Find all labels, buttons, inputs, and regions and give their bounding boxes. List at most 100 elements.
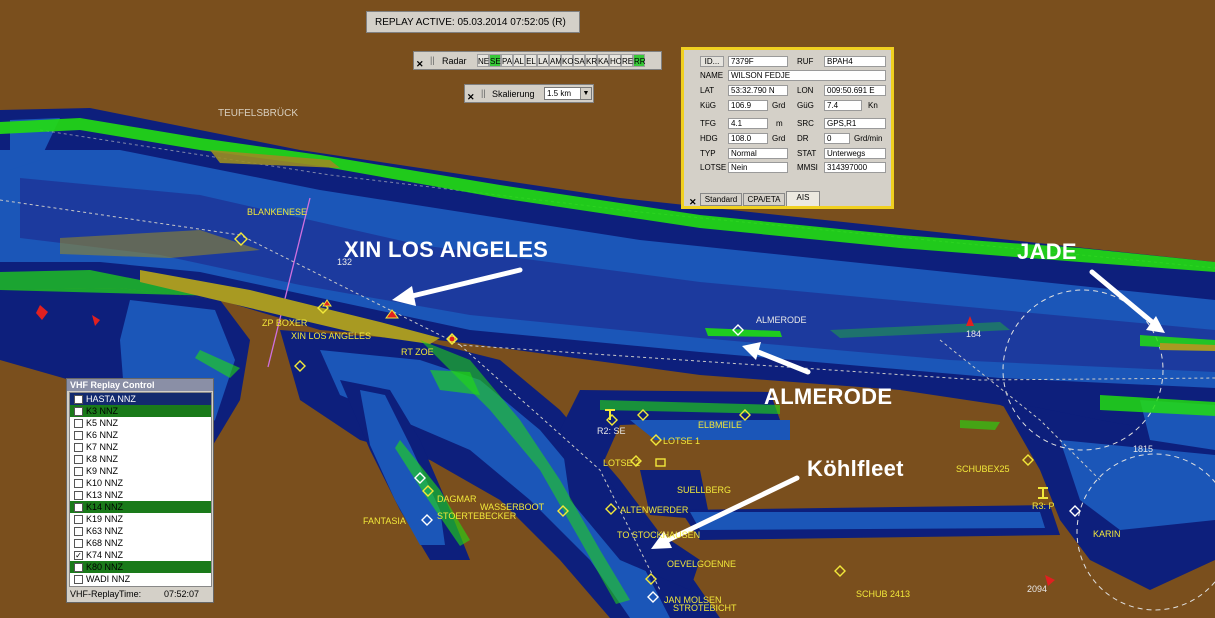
track-number-1815: 1815 [1133, 444, 1154, 454]
gug-label: GüG [797, 101, 814, 110]
channel-checkbox[interactable] [74, 575, 83, 584]
vhf-channel-row[interactable]: K14 NNZ [70, 501, 211, 513]
channel-checkbox[interactable] [74, 527, 83, 536]
radar-button-sa[interactable]: SA [573, 54, 585, 67]
channel-label: K10 NNZ [86, 478, 124, 488]
target-label-dagmar: DAGMAR [437, 494, 477, 504]
target-label-elbmeile: ELBMEILE [698, 420, 743, 430]
channel-checkbox[interactable] [74, 395, 83, 404]
channel-checkbox[interactable] [74, 539, 83, 548]
channel-checkbox[interactable] [74, 479, 83, 488]
close-icon[interactable]: ✕ [416, 59, 424, 69]
vhf-channel-row[interactable]: K80 NNZ [70, 561, 211, 573]
radar-button-pa[interactable]: PA [501, 54, 513, 67]
grip-icon[interactable]: || [481, 88, 486, 98]
channel-checkbox[interactable] [74, 515, 83, 524]
name-value: WILSON FEDJE [728, 70, 886, 81]
dr-label: DR [797, 134, 809, 143]
vhf-channel-row[interactable]: HASTA NNZ [70, 393, 211, 405]
channel-checkbox[interactable] [74, 419, 83, 428]
id-value: 7379F [728, 56, 788, 67]
target-label-karin: KARIN [1093, 529, 1121, 539]
vhf-channel-row[interactable]: K13 NNZ [70, 489, 211, 501]
channel-checkbox[interactable] [74, 503, 83, 512]
channel-label: K5 NNZ [86, 418, 119, 428]
radar-button-al[interactable]: AL [513, 54, 525, 67]
channel-label: K19 NNZ [86, 514, 124, 524]
channel-label: K63 NNZ [86, 526, 124, 536]
vhf-channel-row[interactable]: K6 NNZ [70, 429, 211, 441]
chevron-down-icon[interactable]: ▼ [580, 88, 591, 99]
close-icon[interactable]: ✕ [689, 197, 697, 207]
target-label-fantasia: FANTASIA [363, 516, 406, 526]
target-label-wasserboot: WASSERBOOT [480, 502, 545, 512]
channel-checkbox[interactable]: ✓ [74, 551, 83, 560]
target-label-jan-molsen: JAN MOLSEN [664, 595, 722, 605]
vhf-channel-row[interactable]: K10 NNZ [70, 477, 211, 489]
kug-label: KüG [700, 101, 717, 110]
echo-north-bank [0, 118, 1215, 272]
radar-button-el[interactable]: EL [525, 54, 537, 67]
vhf-channel-row[interactable]: K68 NNZ [70, 537, 211, 549]
tab-standard[interactable]: Standard [700, 193, 742, 206]
target-label-rt-zoe: RT ZOE [401, 347, 434, 357]
channel-label: K6 NNZ [86, 430, 119, 440]
stat-value: Unterwegs [824, 148, 886, 159]
radar-button-ka[interactable]: KA [597, 54, 609, 67]
channel-checkbox[interactable] [74, 467, 83, 476]
range-circle-2 [1076, 453, 1215, 611]
vhf-channel-row[interactable]: ✓K74 NNZ [70, 549, 211, 561]
channel-checkbox[interactable] [74, 407, 83, 416]
channel-label: WADI NNZ [86, 574, 131, 584]
mmsi-value: 314397000 [824, 162, 886, 173]
hdg-unit: Grd [772, 134, 786, 143]
tfg-label: TFG [700, 119, 716, 128]
vhf-channel-row[interactable]: K8 NNZ [70, 453, 211, 465]
radar-button-kr[interactable]: KR [585, 54, 597, 67]
vhf-channel-row[interactable]: WADI NNZ [70, 573, 211, 585]
channel-checkbox[interactable] [74, 491, 83, 500]
vhf-channel-row[interactable]: K19 NNZ [70, 513, 211, 525]
radar-button-ko[interactable]: KO [561, 54, 574, 67]
tab-ais[interactable]: AIS [786, 191, 820, 206]
vhf-time-label: VHF-ReplayTime: [70, 589, 142, 599]
channel-checkbox[interactable] [74, 431, 83, 440]
id-button[interactable]: ID... [700, 56, 724, 67]
scaling-select[interactable]: 1.5 km ▼ [544, 87, 592, 100]
target-label-oevelgoenne: OEVELGOENNE [667, 559, 737, 569]
target-label-schub2413: SCHUB 2413 [856, 589, 911, 599]
radar-button-ho[interactable]: HO [609, 54, 622, 67]
radar-button-se[interactable]: SE [489, 54, 501, 67]
lat-value: 53:32.790 N [728, 85, 788, 96]
radar-button-la[interactable]: LA [537, 54, 549, 67]
vhf-channel-row[interactable]: K7 NNZ [70, 441, 211, 453]
ais-info-panel: ID... 7379F RUF BPAH4 NAME WILSON FEDJE … [681, 47, 894, 209]
vhf-channel-row[interactable]: K5 NNZ [70, 417, 211, 429]
lat-label: LAT [700, 86, 715, 95]
radar-button-am[interactable]: AM [549, 54, 562, 67]
channel-checkbox[interactable] [74, 563, 83, 572]
channel-checkbox[interactable] [74, 443, 83, 452]
place-teufelsbruck: TEUFELSBRÜCK [218, 108, 299, 119]
close-icon[interactable]: ✕ [467, 92, 475, 102]
vhf-channel-row[interactable]: K9 NNZ [70, 465, 211, 477]
vhf-title: VHF Replay Control [67, 379, 213, 391]
radar-button-rr[interactable]: RR [633, 54, 646, 67]
radar-button-re[interactable]: RE [621, 54, 633, 67]
tab-cpa-eta[interactable]: CPA/ETA [743, 193, 785, 206]
track-number-132: 132 [337, 257, 353, 267]
track-number-2094: 2094 [1027, 584, 1048, 594]
tfg-value: 4.1 [728, 118, 768, 129]
channel-label: HASTA NNZ [86, 394, 136, 404]
vhf-channel-row[interactable]: K3 NNZ [70, 405, 211, 417]
vhf-channel-row[interactable]: K63 NNZ [70, 525, 211, 537]
scaling-label: Skalierung [492, 89, 535, 99]
channel-checkbox[interactable] [74, 455, 83, 464]
target-almerode [732, 324, 744, 336]
grip-icon[interactable]: || [430, 55, 435, 65]
radar-button-ne[interactable]: NE [477, 54, 489, 67]
dr-unit: Grd/min [854, 134, 883, 143]
